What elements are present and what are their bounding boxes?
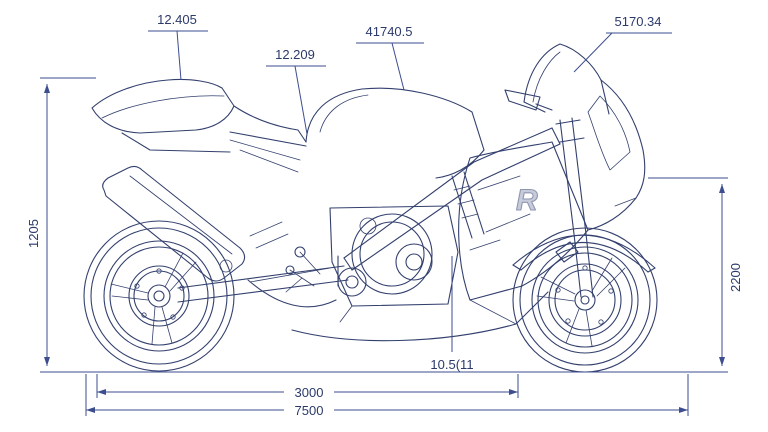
dimension-seat-leader: 12.209 bbox=[266, 47, 326, 135]
dimension-tank-leader: 41740.5 bbox=[356, 24, 424, 91]
tail-section bbox=[91, 78, 235, 153]
radiator bbox=[451, 171, 485, 239]
side-fairing bbox=[458, 141, 589, 301]
under-engine-label: 10.5(11 bbox=[430, 357, 473, 372]
mirror bbox=[504, 89, 553, 111]
exhaust bbox=[102, 165, 337, 308]
dimension-tail-leader: 12.405 bbox=[148, 12, 208, 81]
fairing-logo: R bbox=[516, 184, 538, 217]
front-fairing bbox=[587, 79, 646, 231]
motorcycle-drawing: R bbox=[83, 43, 658, 373]
dimension-annotations: 1205 2200 3000 7500 1 bbox=[26, 12, 743, 418]
belly-pan bbox=[291, 291, 549, 342]
seat bbox=[229, 105, 307, 173]
front-wheel bbox=[512, 227, 658, 373]
dimension-left-height: 1205 bbox=[26, 77, 96, 366]
footpeg-bracket bbox=[285, 246, 321, 293]
dimension-screen-leader: 5170.34 bbox=[573, 14, 672, 73]
engine bbox=[329, 205, 459, 323]
fuel-tank bbox=[305, 87, 485, 179]
seat-leader-label: 12.209 bbox=[275, 47, 315, 62]
left-height-label: 1205 bbox=[26, 219, 41, 248]
tank-leader-label: 41740.5 bbox=[366, 24, 413, 39]
screen-leader-label: 5170.34 bbox=[615, 14, 662, 29]
inner-length-label: 3000 bbox=[295, 385, 324, 400]
dimension-under-engine: 10.5(11 bbox=[430, 256, 474, 372]
dimension-right-height: 2200 bbox=[648, 177, 743, 366]
dimension-overall-length: 7500 bbox=[85, 374, 689, 418]
windscreen bbox=[523, 43, 610, 115]
tail-leader-label: 12.405 bbox=[157, 12, 197, 27]
dimension-wheel-span: 3000 bbox=[96, 374, 519, 400]
overall-length-label: 7500 bbox=[295, 403, 324, 418]
right-height-label: 2200 bbox=[728, 263, 743, 292]
rear-wheel bbox=[83, 220, 235, 372]
